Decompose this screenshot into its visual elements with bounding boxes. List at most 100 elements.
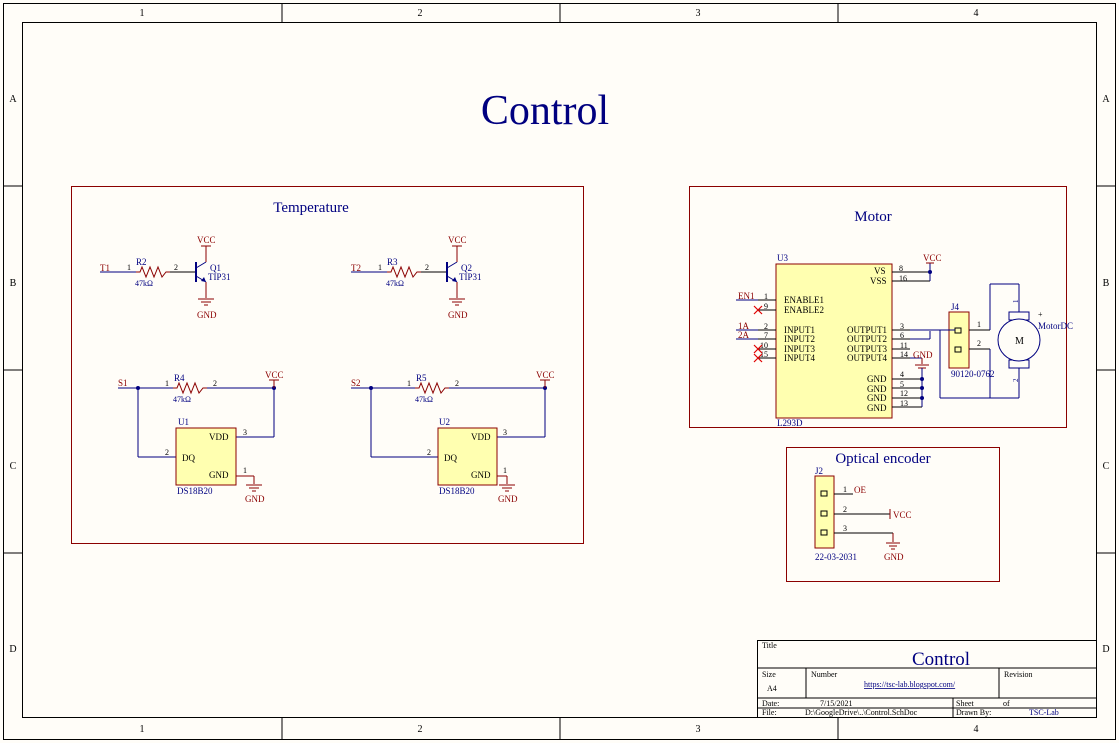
u3-pin-num-13: 13 [900, 399, 908, 408]
col-label-3-bottom: 3 [696, 724, 701, 735]
tb-sheet-label: Sheet [956, 699, 975, 708]
u3-pin-num-14: 14 [900, 350, 908, 359]
u1-vdd: VDD [209, 432, 229, 442]
resistor-r2 [136, 265, 170, 279]
j2-net-oe: OE [854, 485, 866, 495]
u3-pin-num-3: 3 [900, 322, 904, 331]
u3-pin-num-6: 6 [900, 331, 904, 340]
resistor-r5 [415, 381, 449, 395]
u3-pin-gnd-4: GND [867, 374, 887, 384]
u2-gnd: GND [498, 494, 518, 504]
q2-gnd: GND [448, 310, 468, 320]
u1-gnd-pin: GND [209, 470, 229, 480]
tb-date: 7/15/2021 [820, 699, 852, 708]
u1-pin2: 2 [165, 448, 169, 457]
title-block: Title Control Size A4 Number https://tsc… [757, 640, 1097, 718]
u1-dq: DQ [182, 453, 195, 463]
u3-left-pins: EN1 1A 2A 1 9 2 7 10 15 ENABLE1 ENABLE2 … [736, 291, 824, 363]
u3-pin-vs: VS [874, 266, 886, 276]
r4-value: 47kΩ [173, 395, 191, 404]
resistor-r4 [173, 381, 207, 395]
temp-sensor-2: S2 1 R5 47kΩ 2 VCC U2 VDD DQ GND 3 2 1 [351, 370, 555, 504]
r2-value: 47kΩ [135, 279, 153, 288]
j4-pin2: 2 [977, 339, 981, 348]
col-label-4: 4 [974, 8, 979, 19]
resistor-r3 [387, 265, 421, 279]
sheet-frame [3, 3, 1116, 740]
r2-pin1: 1 [127, 263, 131, 272]
u3-pin-gnd-12: GND [867, 393, 887, 403]
r3-pin2: 2 [425, 263, 429, 272]
u3-pin-input2: INPUT2 [784, 334, 815, 344]
ic-u2 [437, 427, 498, 486]
r4-pin1: 1 [165, 379, 169, 388]
j2-pin3: 3 [843, 524, 847, 533]
u3-pin-output4: OUTPUT4 [847, 353, 887, 363]
j2-net-vcc: VCC [893, 510, 912, 520]
u1-vcc: VCC [265, 370, 284, 380]
u3-pin-num-5: 5 [900, 380, 904, 389]
row-label-b-right: B [1103, 278, 1110, 289]
u3-right-pins: VS VSS 8 16 VCC OUTPUT1 OUTPUT2 OUTPUT3 … [847, 253, 942, 413]
u1-gnd: GND [245, 494, 265, 504]
r2-pin2: 2 [174, 263, 178, 272]
ic-u3 [775, 263, 893, 419]
net-label-s2: S2 [351, 378, 361, 388]
u2-vcc: VCC [536, 370, 555, 380]
row-label-a: A [9, 94, 17, 105]
j4-ref: J4 [951, 302, 960, 312]
u2-dq: DQ [444, 453, 457, 463]
q2-ref: Q2 [461, 263, 472, 273]
u3-part: L293D [777, 418, 803, 428]
row-label-b: B [10, 278, 17, 289]
temp-sensor-1: S1 1 R4 47kΩ 2 VCC U1 VDD DQ GND 3 2 1 [118, 370, 284, 504]
r4-ref: R4 [174, 373, 185, 383]
tb-size: A4 [767, 684, 777, 693]
encoder-block: Optical encoder J2 1 2 3 OE VCC GND 22-0… [786, 447, 1000, 582]
q1-vcc: VCC [197, 235, 216, 245]
u1-pin1: 1 [243, 466, 247, 475]
u3-pin-input1: INPUT1 [784, 325, 815, 335]
motor-m-label: M [1015, 336, 1024, 347]
j2-part: 22-03-2031 [815, 552, 857, 562]
col-label-4-bottom: 4 [974, 724, 979, 735]
sheet-title: Control [481, 88, 609, 134]
j2-ref: J2 [815, 466, 823, 476]
r4-pin2: 2 [213, 379, 217, 388]
tb-file-label: File: [762, 708, 777, 717]
j4-part: 90120-0762 [951, 369, 995, 379]
col-label-2: 2 [418, 8, 423, 19]
q1-part: TIP31 [208, 272, 231, 282]
net-label-s1: S1 [118, 378, 128, 388]
u3-pin-output3: OUTPUT3 [847, 344, 887, 354]
u3-pin-num-7: 7 [764, 331, 768, 340]
u3-pin-input4: INPUT4 [784, 353, 815, 363]
u1-part: DS18B20 [177, 486, 213, 496]
tb-file: D:\GoogleDrive\..\Control.SchDoc [805, 708, 918, 717]
u3-pin-gnd-5: GND [867, 384, 887, 394]
u3-pin-enable1: ENABLE1 [784, 295, 824, 305]
encoder-title: Optical encoder [835, 451, 930, 467]
u3-pin-gnd-13: GND [867, 403, 887, 413]
r5-value: 47kΩ [415, 395, 433, 404]
tb-of-label: of [1003, 699, 1010, 708]
u3-pin-vss: VSS [870, 276, 887, 286]
q1-ref: Q1 [210, 263, 221, 273]
row-label-c: C [10, 461, 17, 472]
r5-ref: R5 [416, 373, 427, 383]
j2-pin2: 2 [843, 505, 847, 514]
tb-url[interactable]: https://tsc-lab.blogspot.com/ [864, 680, 956, 689]
u1-pin3: 3 [243, 428, 247, 437]
u3-pin-output1: OUTPUT1 [847, 325, 887, 335]
u1-ref: U1 [178, 417, 189, 427]
j2-net-gnd: GND [884, 552, 904, 562]
motor-block: Motor U3 L293D EN1 1A 2A 1 9 2 7 10 15 E… [689, 186, 1073, 428]
tb-title-label: Title [762, 641, 777, 650]
row-label-d: D [9, 644, 16, 655]
q1-gnd: GND [197, 310, 217, 320]
u3-net-2a: 2A [738, 330, 750, 340]
r3-value: 47kΩ [386, 279, 404, 288]
tb-title: Control [912, 649, 970, 670]
u2-pin3: 3 [503, 428, 507, 437]
